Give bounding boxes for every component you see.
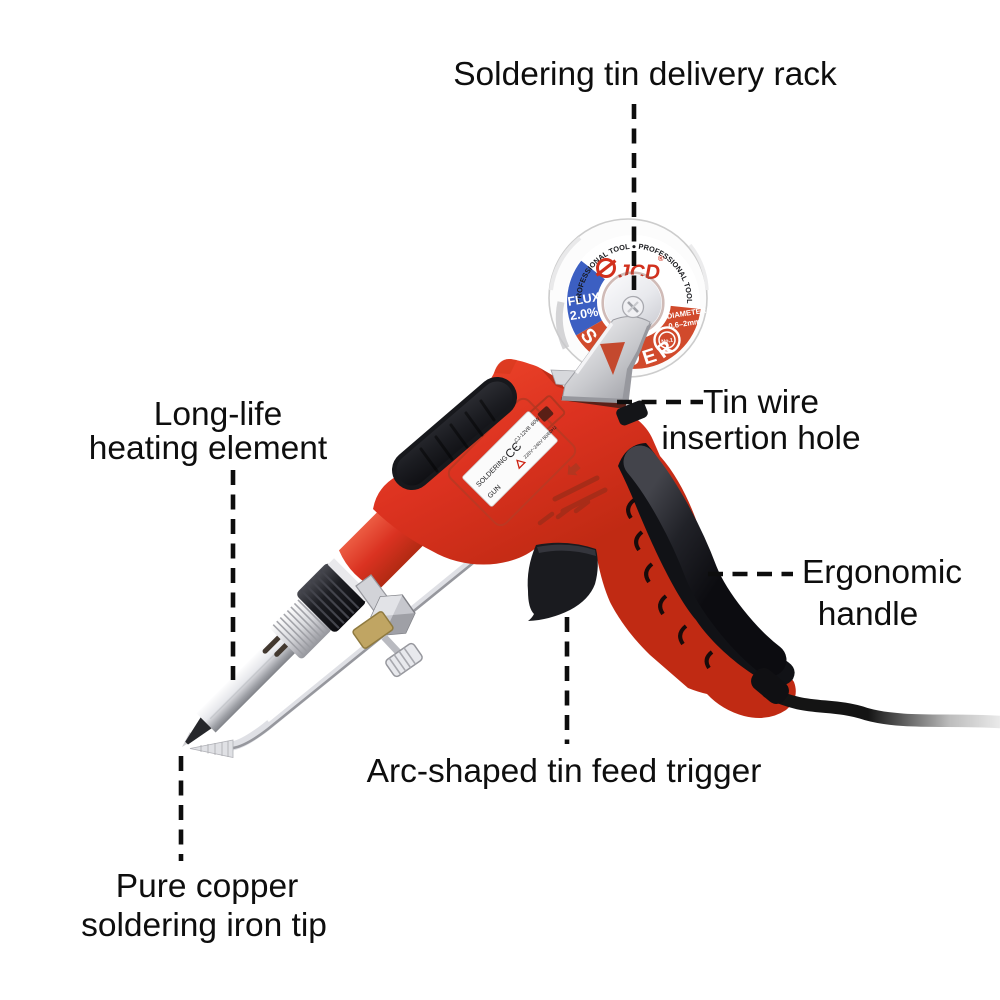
- svg-text:heating element: heating element: [89, 430, 328, 467]
- svg-text:Tin wire: Tin wire: [703, 384, 819, 421]
- svg-text:handle: handle: [818, 596, 919, 633]
- svg-text:insertion hole: insertion hole: [661, 420, 860, 457]
- svg-text:2.0%: 2.0%: [569, 305, 599, 323]
- svg-text:No.1: No.1: [661, 338, 673, 346]
- svg-text:FLUX: FLUX: [567, 290, 602, 309]
- svg-text:Long-life: Long-life: [154, 396, 283, 433]
- svg-text:Ergonomic: Ergonomic: [802, 554, 962, 591]
- svg-text:®: ®: [658, 254, 664, 263]
- svg-text:soldering iron tip: soldering iron tip: [81, 907, 327, 944]
- svg-text:60W: 60W: [530, 416, 542, 428]
- svg-text:Soldering tin delivery rack: Soldering tin delivery rack: [453, 56, 837, 93]
- svg-text:Arc-shaped tin feed trigger: Arc-shaped tin feed trigger: [367, 753, 762, 790]
- svg-text:Pure copper: Pure copper: [116, 868, 299, 905]
